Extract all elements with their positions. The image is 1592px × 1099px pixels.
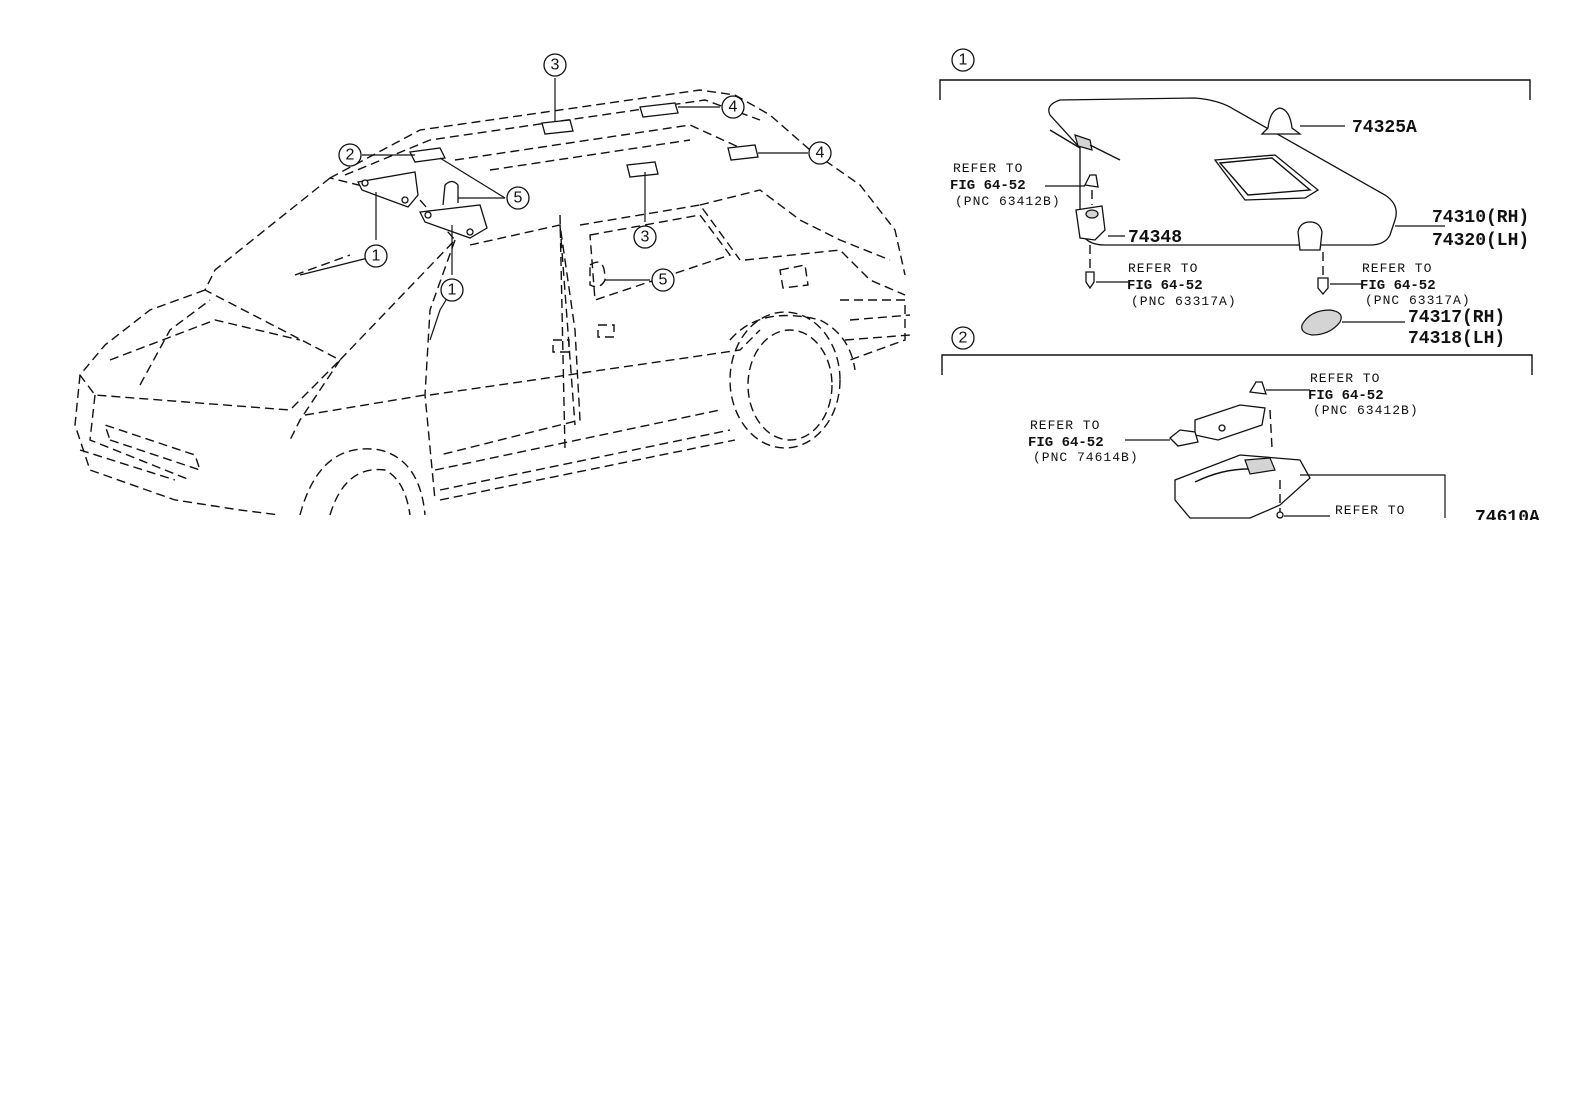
- visor-part-lh: [357, 171, 419, 208]
- callout-1-section: 1: [951, 48, 975, 72]
- callout-1-lh: 1: [364, 244, 388, 268]
- coat-hook-part: [442, 180, 459, 206]
- vehicle-drawing: [74, 78, 911, 516]
- svg-text:4: 4: [729, 99, 738, 116]
- callout-3-front: 3: [543, 53, 567, 77]
- callout-3-rear: 3: [633, 225, 657, 249]
- refer-to-label-c: REFER TO: [1362, 261, 1432, 276]
- screw-part-left: [1085, 271, 1095, 290]
- svg-text:4: 4: [816, 145, 825, 162]
- svg-text:3: 3: [551, 57, 560, 74]
- grip-handle-part-2: [727, 144, 759, 161]
- lamp-screw-part: [1276, 511, 1284, 519]
- refer-to-label-e: REFER TO: [1030, 418, 1100, 433]
- part-number-74325a: 74325A: [1352, 118, 1417, 138]
- visor-holder-part: [1260, 107, 1302, 135]
- callout-1-rh: 1: [440, 278, 464, 302]
- fig-label-b: FIG 64-52: [1127, 278, 1203, 294]
- dome-lamp-part-rear: [626, 161, 659, 178]
- pnc-63317a-label-b: (PNC 63317A): [1131, 294, 1237, 309]
- callout-4-a: 4: [721, 95, 745, 119]
- fig-label-a: FIG 64-52: [950, 178, 1026, 194]
- svg-text:1: 1: [448, 282, 457, 299]
- refer-to-label-a: REFER TO: [953, 161, 1023, 176]
- callout-5-b: 5: [651, 268, 675, 292]
- pnc-63412b-label-d: (PNC 63412B): [1313, 403, 1419, 418]
- pnc-63412b-label-a: (PNC 63412B): [955, 194, 1061, 209]
- refer-to-label-d: REFER TO: [1310, 371, 1380, 386]
- fig-label-c: FIG 64-52: [1360, 278, 1436, 294]
- part-number-74317-rh: 74317(RH): [1408, 308, 1505, 328]
- svg-text:5: 5: [514, 190, 523, 207]
- section-1-bracket: [939, 79, 1531, 100]
- part-number-74310-rh: 74310(RH): [1432, 208, 1529, 228]
- svg-text:5: 5: [659, 272, 668, 289]
- svg-text:2: 2: [346, 147, 355, 164]
- svg-text:1: 1: [372, 248, 381, 265]
- refer-to-label-f: REFER TO: [1335, 503, 1405, 518]
- fig-label-d: FIG 64-52: [1308, 388, 1384, 404]
- callout-4-b: 4: [808, 141, 832, 165]
- detail-1-sun-visor: 1 74325A 74310(RH) 74320(LH) 74348 REFER: [939, 48, 1531, 349]
- lamp-clip-part-top: [1248, 381, 1267, 395]
- svg-text:3: 3: [641, 229, 650, 246]
- visor-cover-part: [1301, 309, 1342, 336]
- dome-lamp-part-front: [541, 119, 574, 135]
- svg-text:2: 2: [959, 330, 968, 347]
- pnc-74614b-label-e: (PNC 74614B): [1033, 450, 1139, 465]
- lamp-housing-part: [1174, 454, 1311, 519]
- svg-text:1: 1: [959, 52, 968, 69]
- part-number-74320-lh: 74320(LH): [1432, 231, 1529, 251]
- fig-label-e: FIG 64-52: [1028, 435, 1104, 451]
- lamp-clip-part-left: [1169, 429, 1199, 447]
- part-number-74348: 74348: [1128, 228, 1182, 248]
- blank-area: [0, 520, 1592, 1099]
- section-2-bracket: [941, 354, 1533, 375]
- callout-2-section: 2: [951, 326, 975, 350]
- vanity-lamp-part: [409, 147, 446, 163]
- part-number-74318-lh: 74318(LH): [1408, 329, 1505, 349]
- visor-pivot-part: [1297, 221, 1323, 251]
- small-clip-part: [1084, 174, 1099, 188]
- detail-2-lamp: 2 REFER TO FIG 64-52 (PNC 63412B) REFER …: [941, 326, 1540, 528]
- screw-part-right: [1317, 277, 1329, 296]
- callout-5-a: 5: [506, 186, 530, 210]
- refer-to-label-b: REFER TO: [1128, 261, 1198, 276]
- pnc-63317a-label-c: (PNC 63317A): [1365, 293, 1471, 308]
- lamp-bracket-part: [1194, 404, 1266, 441]
- sun-visor-part: [1048, 97, 1397, 246]
- grip-handle-part-1: [639, 102, 679, 118]
- visor-part-rh: [419, 204, 488, 239]
- callout-2-vehicle: 2: [338, 143, 362, 167]
